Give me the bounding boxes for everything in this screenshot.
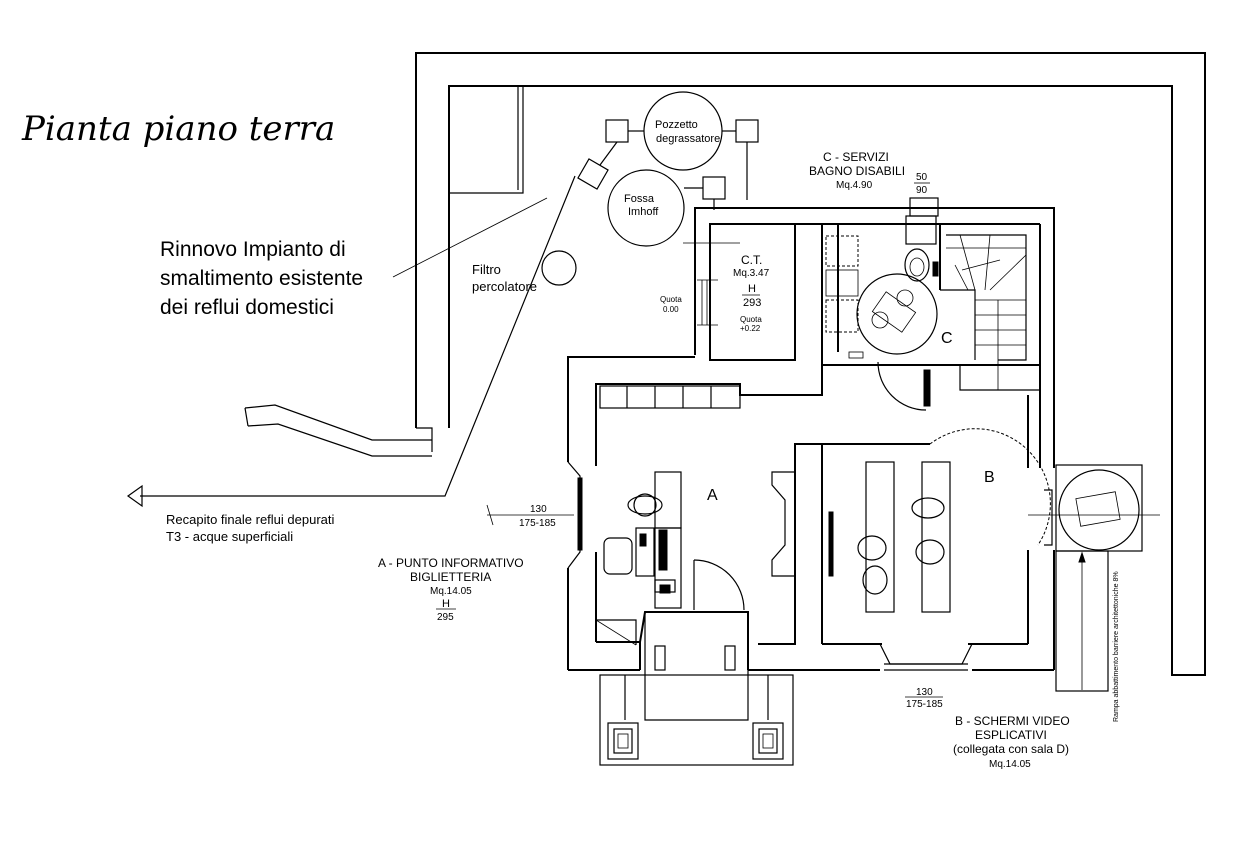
ct-quota-label: Quota — [740, 315, 762, 324]
wheelchair-turning-circle — [856, 273, 938, 355]
south-window-width: 130 — [916, 687, 933, 698]
west-window-width: 130 — [530, 504, 547, 515]
room-b-area: Mq.14.05 — [989, 759, 1031, 770]
ramp-label: Rampa abbattimento barriere architettoni… — [1113, 571, 1120, 722]
quota-out-label: Quota — [660, 295, 682, 304]
quota-out-value: 0.00 — [663, 305, 679, 314]
filtro-label-2: percolatore — [472, 279, 537, 294]
room-a-area: Mq.14.05 — [430, 586, 472, 597]
svg-text:smaltimento esistente: smaltimento esistente — [160, 267, 363, 290]
south-window — [879, 643, 973, 671]
room-c-area: Mq.4.90 — [836, 180, 873, 191]
svg-text:T3 - acque superficiali: T3 - acque superficiali — [166, 529, 293, 544]
drain-pipe — [244, 404, 432, 457]
room-b-name: B - SCHERMI VIDEO — [955, 714, 1070, 728]
bathroom-fixtures — [825, 197, 939, 577]
room-a-name-2: BIGLIETTERIA — [410, 570, 491, 584]
ct-name: C.T. — [741, 253, 762, 267]
staircase — [946, 234, 1027, 390]
room-b-name-2: ESPLICATIVI — [975, 728, 1047, 742]
building-walls — [567, 207, 1055, 671]
room-c-name: C - SERVIZI — [823, 150, 889, 164]
shelf-unit — [599, 385, 741, 409]
door-c-top: 50 — [916, 172, 928, 183]
west-window-height: 175-185 — [519, 518, 556, 529]
filtro-label: Filtro — [472, 262, 501, 277]
pozzetto-tank — [643, 91, 723, 171]
annotation-text: Rinnovo Impianto di smaltimento esistent… — [160, 238, 363, 319]
filtro-tank — [541, 250, 577, 286]
ct-area: Mq.3.47 — [733, 268, 770, 279]
outlet-pipe — [126, 175, 576, 508]
ct-h-label: H — [748, 283, 756, 295]
west-window — [486, 461, 583, 569]
svg-text:Rinnovo Impianto di: Rinnovo Impianto di — [160, 238, 346, 261]
pozzetto-label: Pozzetto — [655, 119, 698, 131]
treatment-system — [541, 91, 759, 286]
wall-niche — [771, 471, 795, 577]
room-a-h-label: H — [442, 598, 450, 610]
ct-quota-value: +0.22 — [740, 324, 761, 333]
room-a-letter: A — [707, 487, 718, 504]
ct-h-value: 293 — [743, 297, 761, 309]
pozzetto-label-2: degrassatore — [656, 133, 720, 145]
annotation-leader — [392, 197, 548, 278]
boundary-wall — [415, 52, 1206, 676]
room-a-h-value: 295 — [437, 612, 454, 623]
svg-text:dei reflui domestici: dei reflui domestici — [160, 296, 334, 319]
room-b-furniture — [857, 461, 951, 613]
fossa-label-2: Imhoff — [628, 206, 659, 218]
room-a-furniture — [595, 471, 794, 766]
outlet-text: Recapito finale reflui depurati T3 - acq… — [166, 512, 334, 544]
svg-text:Recapito finale reflui depurat: Recapito finale reflui depurati — [166, 512, 334, 527]
fossa-label: Fossa — [624, 193, 655, 205]
room-a-name: A - PUNTO INFORMATIVO — [378, 556, 524, 570]
south-window-height: 175-185 — [906, 699, 943, 710]
room-c-name-2: BAGNO DISABILI — [809, 164, 905, 178]
plan-title: Pianta piano terra — [21, 109, 335, 149]
east-ramp — [1028, 464, 1160, 692]
door-swings — [693, 361, 1051, 611]
room-b-letter: B — [984, 469, 995, 486]
room-b-note: (collegata con sala D) — [953, 742, 1069, 756]
door-c-bottom: 90 — [916, 185, 928, 196]
room-c-letter: C — [941, 330, 953, 347]
fossa-tank — [607, 169, 685, 247]
